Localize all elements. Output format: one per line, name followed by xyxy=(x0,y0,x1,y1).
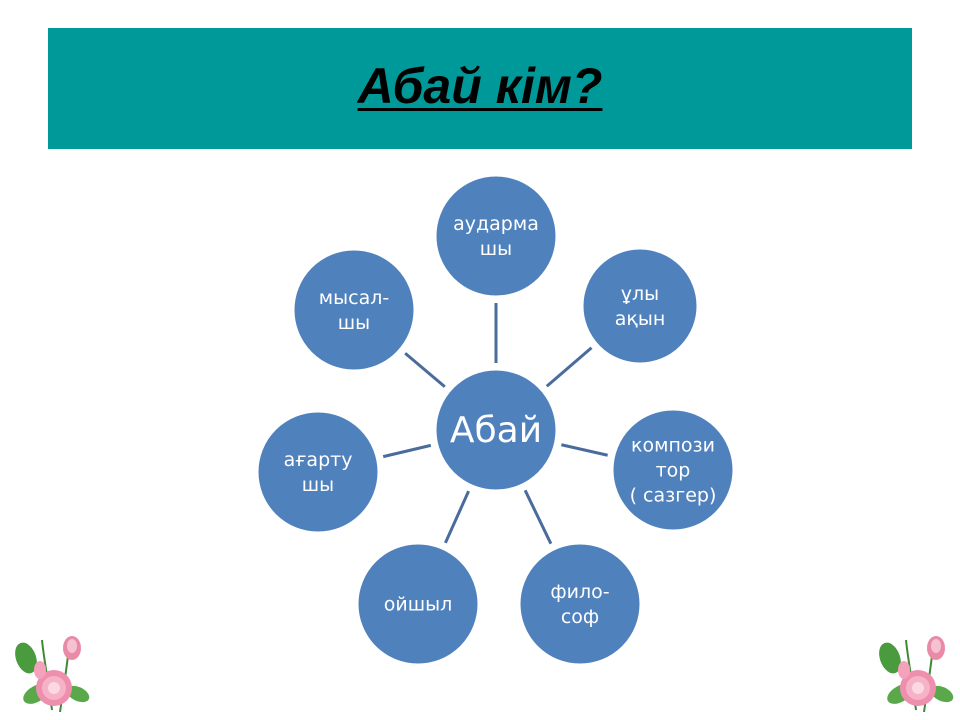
node-label: ақын xyxy=(615,308,666,330)
node-label: фило- xyxy=(550,581,609,603)
node-circle xyxy=(580,246,700,366)
node-label: ойшыл xyxy=(384,594,453,616)
node-label: шы xyxy=(480,238,512,260)
center-label: Абай xyxy=(450,410,542,451)
node-filosof: фило-соф xyxy=(517,541,643,667)
node-label: ағарту xyxy=(284,449,353,471)
connector-agartushy xyxy=(382,443,432,459)
node-label: тор xyxy=(656,460,691,482)
connectors xyxy=(382,303,608,545)
node-circle xyxy=(355,541,481,667)
node-circle xyxy=(517,541,643,667)
node-label: ( сазгер) xyxy=(630,485,717,507)
node-kompozitor: компози тор ( сазгер) xyxy=(610,407,736,533)
rose-bouquet-icon xyxy=(879,636,954,713)
rose-bouquet-icon xyxy=(15,636,90,713)
title-band xyxy=(48,28,912,149)
connector-mysalshy xyxy=(404,352,446,388)
node-circle xyxy=(291,247,417,373)
node-label: шы xyxy=(302,474,334,496)
node-audarmashy: аударма шы xyxy=(433,173,559,299)
node-oishyl: ойшыл xyxy=(355,541,481,667)
node-label: ұлы xyxy=(621,283,659,305)
connector-filosof xyxy=(523,489,553,545)
connector-uly-akyn xyxy=(545,346,593,388)
node-circle xyxy=(433,173,559,299)
node-circle xyxy=(255,409,381,535)
center-circle xyxy=(433,367,559,493)
connector-oishyl xyxy=(444,490,470,544)
node-label: мысал- xyxy=(319,287,389,309)
slide-title: Абай кім? xyxy=(357,58,603,114)
node-label: соф xyxy=(561,606,599,628)
nodes: аударма шы ұлы ақын компози тор ( сазгер) фило-… xyxy=(255,173,736,667)
node-agartushy: ағарту шы xyxy=(255,409,381,535)
connector-kompozitor xyxy=(561,443,608,457)
node-label: шы xyxy=(338,312,370,334)
node-circle xyxy=(610,407,736,533)
node-label: компози xyxy=(631,435,715,457)
node-label: аударма xyxy=(453,213,539,235)
center-node: Абай xyxy=(433,367,559,493)
node-uly-akyn: ұлы ақын xyxy=(580,246,700,366)
node-mysalshy: мысал-шы xyxy=(291,247,417,373)
